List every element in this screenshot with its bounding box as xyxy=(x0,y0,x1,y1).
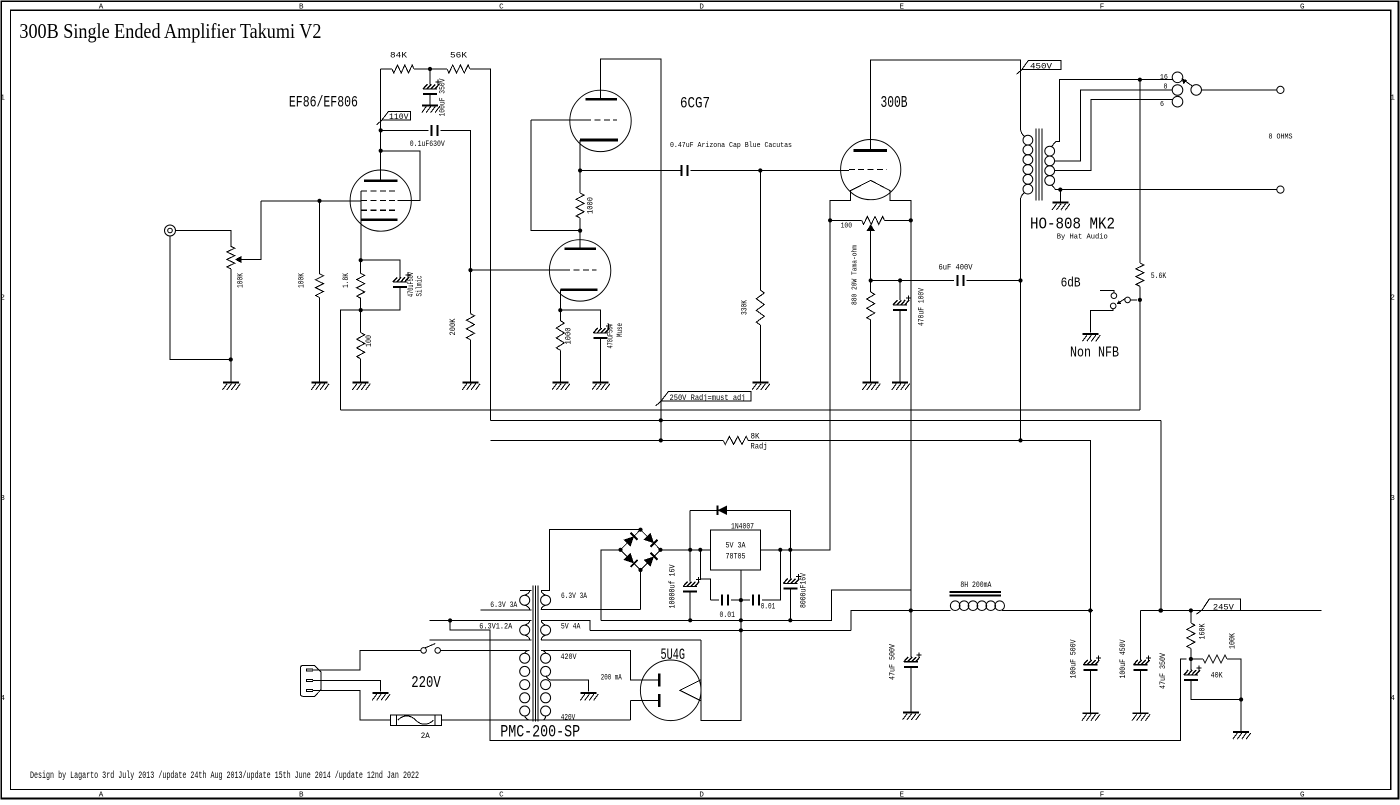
svg-text:880 20W Tama-ohm: 880 20W Tama-ohm xyxy=(851,245,859,305)
svg-text:8000uF16V: 8000uF16V xyxy=(800,573,808,608)
svg-text:D: D xyxy=(699,792,704,800)
svg-text:8: 8 xyxy=(1164,84,1168,92)
svg-text:100K: 100K xyxy=(238,273,246,288)
svg-text:6: 6 xyxy=(1160,101,1164,109)
svg-text:6dB: 6dB xyxy=(1061,277,1081,292)
svg-text:8H 200mA: 8H 200mA xyxy=(960,582,991,590)
svg-text:47uF 500V: 47uF 500V xyxy=(890,644,898,680)
svg-text:16: 16 xyxy=(1160,74,1168,82)
svg-text:Muse: Muse xyxy=(617,323,625,337)
svg-text:6uF 400V: 6uF 400V xyxy=(939,263,973,272)
svg-text:0.1uF630V: 0.1uF630V xyxy=(410,140,445,149)
svg-text:110V: 110V xyxy=(389,113,409,122)
svg-text:EF86/EF806: EF86/EF806 xyxy=(289,94,358,112)
svg-text:E: E xyxy=(900,3,905,11)
svg-text:6.3V 3A: 6.3V 3A xyxy=(561,592,587,601)
svg-text:245V: 245V xyxy=(1213,603,1234,612)
svg-text:E: E xyxy=(900,792,905,800)
svg-text:8 OHMS: 8 OHMS xyxy=(1269,133,1293,141)
svg-text:1000: 1000 xyxy=(566,327,574,344)
svg-text:40K: 40K xyxy=(1211,672,1223,681)
svg-text:F: F xyxy=(1100,3,1105,11)
svg-text:470uF50V: 470uF50V xyxy=(408,272,416,297)
svg-text:420V: 420V xyxy=(561,713,576,722)
svg-text:470uF 100V: 470uF 100V xyxy=(918,288,926,326)
svg-text:5V 3A: 5V 3A xyxy=(726,542,746,551)
svg-text:330K: 330K xyxy=(742,300,750,315)
svg-text:200 mA: 200 mA xyxy=(601,673,622,682)
svg-text:G: G xyxy=(1300,792,1305,800)
svg-text:200K: 200K xyxy=(450,318,458,335)
svg-text:160K: 160K xyxy=(1200,623,1208,639)
svg-text:G: G xyxy=(1300,3,1305,11)
svg-text:470uF50V: 470uF50V xyxy=(607,323,615,348)
svg-text:6.3V 3A: 6.3V 3A xyxy=(490,601,517,610)
svg-text:1N4007: 1N4007 xyxy=(731,522,754,531)
svg-text:5.6K: 5.6K xyxy=(1151,272,1167,281)
svg-text:0.01: 0.01 xyxy=(761,603,776,612)
svg-text:C: C xyxy=(499,792,504,800)
svg-text:5V 4A: 5V 4A xyxy=(561,623,581,632)
svg-text:100uF 350V: 100uF 350V xyxy=(439,78,447,116)
svg-text:6.3V1.2A: 6.3V1.2A xyxy=(479,622,512,631)
svg-text:3: 3 xyxy=(0,495,5,503)
svg-text:PMC-200-SP: PMC-200-SP xyxy=(500,723,580,743)
svg-text:100K: 100K xyxy=(1230,633,1238,649)
svg-text:100uF 450V: 100uF 450V xyxy=(1120,639,1128,678)
svg-text:78T05: 78T05 xyxy=(726,553,746,562)
svg-text:10000uf 16V: 10000uf 16V xyxy=(670,564,678,608)
svg-text:220V: 220V xyxy=(411,674,441,693)
svg-text:0.01: 0.01 xyxy=(720,611,736,620)
svg-text:F: F xyxy=(1100,792,1105,800)
svg-text:D: D xyxy=(699,3,704,11)
svg-text:2: 2 xyxy=(1390,295,1395,303)
svg-text:450V: 450V xyxy=(1030,63,1052,72)
svg-text:4: 4 xyxy=(0,695,5,703)
svg-text:420V: 420V xyxy=(561,653,577,662)
svg-text:1.8K: 1.8K xyxy=(343,273,351,288)
svg-text:By Hat Audio: By Hat Audio xyxy=(1057,234,1108,242)
svg-text:2A: 2A xyxy=(421,733,430,741)
svg-text:8K: 8K xyxy=(751,434,760,442)
svg-text:1000: 1000 xyxy=(588,197,596,214)
svg-text:HO-808 MK2: HO-808 MK2 xyxy=(1030,215,1115,234)
svg-text:A: A xyxy=(99,792,104,800)
svg-text:Silmic: Silmic xyxy=(416,275,424,296)
svg-text:300B Single Ended Amplifier Ta: 300B Single Ended Amplifier Takumi V2 xyxy=(19,19,321,43)
svg-text:B: B xyxy=(299,792,304,800)
svg-text:Design by Lagarto 3rd July 201: Design by Lagarto 3rd July 2013 /update … xyxy=(30,770,419,782)
svg-text:47uF 350V: 47uF 350V xyxy=(1160,653,1168,689)
svg-text:100uF 500V: 100uF 500V xyxy=(1071,639,1079,678)
svg-text:5U4G: 5U4G xyxy=(661,646,686,664)
svg-text:3: 3 xyxy=(1390,495,1395,503)
svg-text:84K: 84K xyxy=(390,52,407,61)
svg-text:100K: 100K xyxy=(299,273,307,288)
svg-text:A: A xyxy=(99,3,104,11)
svg-text:B: B xyxy=(299,3,304,11)
svg-text:2: 2 xyxy=(0,295,5,303)
svg-text:100: 100 xyxy=(366,335,374,347)
svg-text:250V Radj=must adj: 250V Radj=must adj xyxy=(670,394,746,403)
svg-text:1: 1 xyxy=(0,95,5,103)
svg-text:0.47uF Arizona Cap Blue Cacuta: 0.47uF Arizona Cap Blue Cacutas xyxy=(670,142,792,150)
svg-text:4: 4 xyxy=(1390,695,1395,703)
svg-text:Radj: Radj xyxy=(751,444,768,452)
svg-text:C: C xyxy=(499,3,504,11)
svg-text:1: 1 xyxy=(1390,95,1395,103)
svg-text:100: 100 xyxy=(841,223,853,231)
svg-text:300B: 300B xyxy=(881,93,908,112)
svg-text:56K: 56K xyxy=(450,52,467,61)
svg-text:Non NFB: Non NFB xyxy=(1070,346,1119,362)
svg-text:6CG7: 6CG7 xyxy=(680,95,710,113)
